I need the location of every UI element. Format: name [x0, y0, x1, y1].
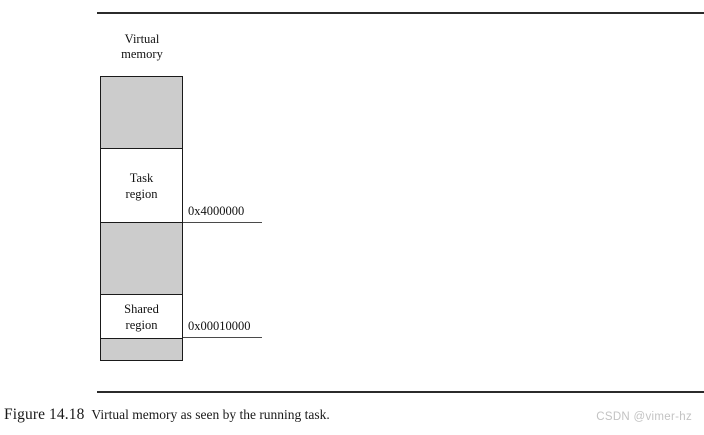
virtual-memory-column: Task region Shared region	[100, 76, 183, 361]
figure-caption: Figure 14.18 Virtual memory as seen by th…	[4, 405, 330, 426]
memory-segment-unmapped-top	[101, 77, 182, 149]
address-label: 0x00010000	[188, 319, 251, 333]
memory-segment-unmapped-bottom	[101, 338, 182, 360]
segment-label-line2: region	[125, 317, 158, 332]
top-rule	[97, 12, 704, 14]
segment-label-line2: region	[125, 186, 158, 201]
figure-number: Figure 14.18	[4, 406, 85, 423]
memory-segment-shared-region: Shared region	[101, 294, 182, 339]
leader-line	[183, 337, 262, 338]
memory-segment-task-region: Task region	[101, 148, 182, 222]
figure-caption-text: Virtual memory as seen by the running ta…	[91, 407, 330, 422]
column-heading-line1: Virtual	[124, 32, 160, 46]
segment-label-line1: Shared	[124, 301, 159, 316]
column-heading: Virtual memory	[100, 32, 184, 62]
segment-label-line1: Task	[129, 170, 154, 185]
column-heading-line2: memory	[121, 47, 163, 61]
bottom-rule	[97, 391, 704, 393]
memory-segment-unmapped-middle	[101, 221, 182, 295]
address-label: 0x4000000	[188, 204, 245, 218]
leader-line	[183, 222, 262, 223]
watermark: CSDN @vimer-hz	[596, 411, 692, 423]
